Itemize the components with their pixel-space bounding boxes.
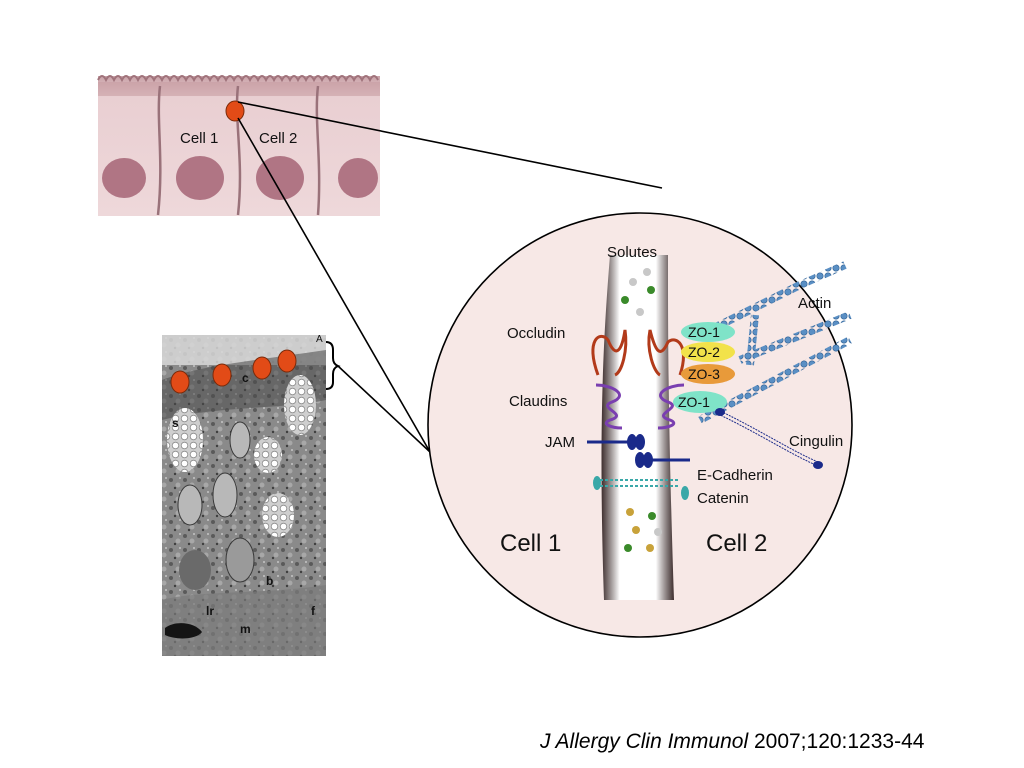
solute-particle [632, 526, 640, 534]
zoom-line [237, 101, 663, 189]
zo1-bottom-protein [673, 391, 727, 413]
cell-border [156, 85, 162, 216]
actin-label: Actin [798, 295, 832, 312]
secretory-granules [284, 375, 316, 435]
nucleus-em [177, 484, 203, 526]
zo2-protein [681, 342, 735, 362]
jam-domain [627, 434, 637, 450]
catenin-left [593, 476, 601, 490]
bracket [325, 341, 341, 390]
solute-particle [643, 268, 651, 276]
electron-micrograph [162, 335, 341, 656]
cingulin-label: Cingulin [789, 433, 844, 450]
lamina-reticularis [162, 585, 326, 656]
occludin-left [591, 329, 628, 377]
dark-structure [165, 623, 202, 639]
zo2-label: ZO-2 [688, 344, 720, 360]
secretory-granules [254, 437, 282, 473]
zoom-cell1-label: Cell 1 [500, 530, 562, 557]
solute-particle [624, 544, 632, 552]
nucleus-em [212, 472, 238, 518]
epithelium-cell1-label: Cell 1 [180, 130, 219, 147]
actin-filament [798, 261, 847, 289]
secretory-granules [167, 408, 203, 472]
junction-zoom [427, 212, 853, 638]
citation: J Allergy Clin Immunol 2007;120:1233-44 [540, 730, 924, 754]
cingulin-strand [717, 413, 819, 467]
citation-journal: J Allergy Clin Immunol [540, 730, 749, 753]
microvilli [97, 75, 379, 83]
citation-details: 2007;120:1233-44 [748, 730, 925, 753]
actin-filament [698, 336, 852, 424]
micrograph-label-a: A [316, 334, 323, 345]
zo1-top-label: ZO-1 [688, 324, 720, 340]
micrograph-label-s: s [172, 416, 179, 430]
actin-filament [746, 314, 759, 366]
cell-border [235, 85, 242, 216]
zo1-bottom-label: ZO-1 [678, 394, 710, 410]
jam-label: JAM [545, 434, 575, 451]
nucleus [176, 156, 224, 200]
solute-particle [647, 286, 655, 294]
e-cadherin-label: E-Cadherin [697, 467, 773, 484]
micrograph-label-m: m [240, 622, 251, 636]
solute-particle [621, 296, 629, 304]
junction-marker [212, 363, 232, 387]
jam-domain [635, 434, 645, 450]
solute-particle [626, 508, 634, 516]
cell-border [315, 85, 321, 216]
apical-band [98, 82, 380, 96]
cingulin-head [715, 408, 725, 416]
junction-marker [277, 349, 297, 373]
solutes-label: Solutes [607, 244, 658, 261]
cingulin-head [813, 461, 823, 469]
nucleus [256, 156, 304, 200]
jam-domain [643, 452, 653, 468]
catenin-right [681, 486, 689, 500]
zo3-label: ZO-3 [688, 366, 720, 382]
occludin-right [647, 329, 685, 377]
zoom-line [237, 117, 431, 453]
micrograph-label-c: c [242, 371, 249, 385]
junction-marker [252, 356, 272, 380]
micrograph-label-f: f [311, 604, 315, 618]
claudins-label: Claudins [509, 393, 568, 410]
secretory-granules [262, 493, 294, 537]
claudins-left [595, 383, 623, 430]
junction-marker [170, 370, 190, 394]
solute-particle [648, 512, 656, 520]
solute-particle [629, 278, 637, 286]
actin-filament [738, 311, 852, 364]
micrograph-label-b: b [266, 574, 274, 588]
nucleus [338, 158, 378, 198]
nucleus [102, 158, 146, 198]
zoom-cell2-label: Cell 2 [706, 530, 768, 557]
catenin-label: Catenin [697, 490, 749, 507]
epithelium-illustration [97, 75, 380, 216]
micrograph-label-lr: lr [206, 604, 215, 618]
tight-junction-marker [225, 100, 245, 122]
occludin-label: Occludin [507, 325, 566, 342]
cingulin-strand [717, 409, 819, 463]
jam-domain [635, 452, 645, 468]
zo3-protein [681, 364, 735, 384]
nucleus-em [225, 537, 255, 583]
claudins-right [657, 383, 685, 430]
solute-particle [646, 544, 654, 552]
epithelium-cell2-label: Cell 2 [259, 130, 298, 147]
intercellular-space [601, 255, 674, 600]
zo1-top-protein [681, 322, 735, 342]
zoom-line [337, 365, 431, 453]
nucleus-em [229, 421, 251, 459]
basal-cell [179, 550, 211, 590]
solute-particle [654, 528, 662, 536]
solute-particle [636, 308, 644, 316]
